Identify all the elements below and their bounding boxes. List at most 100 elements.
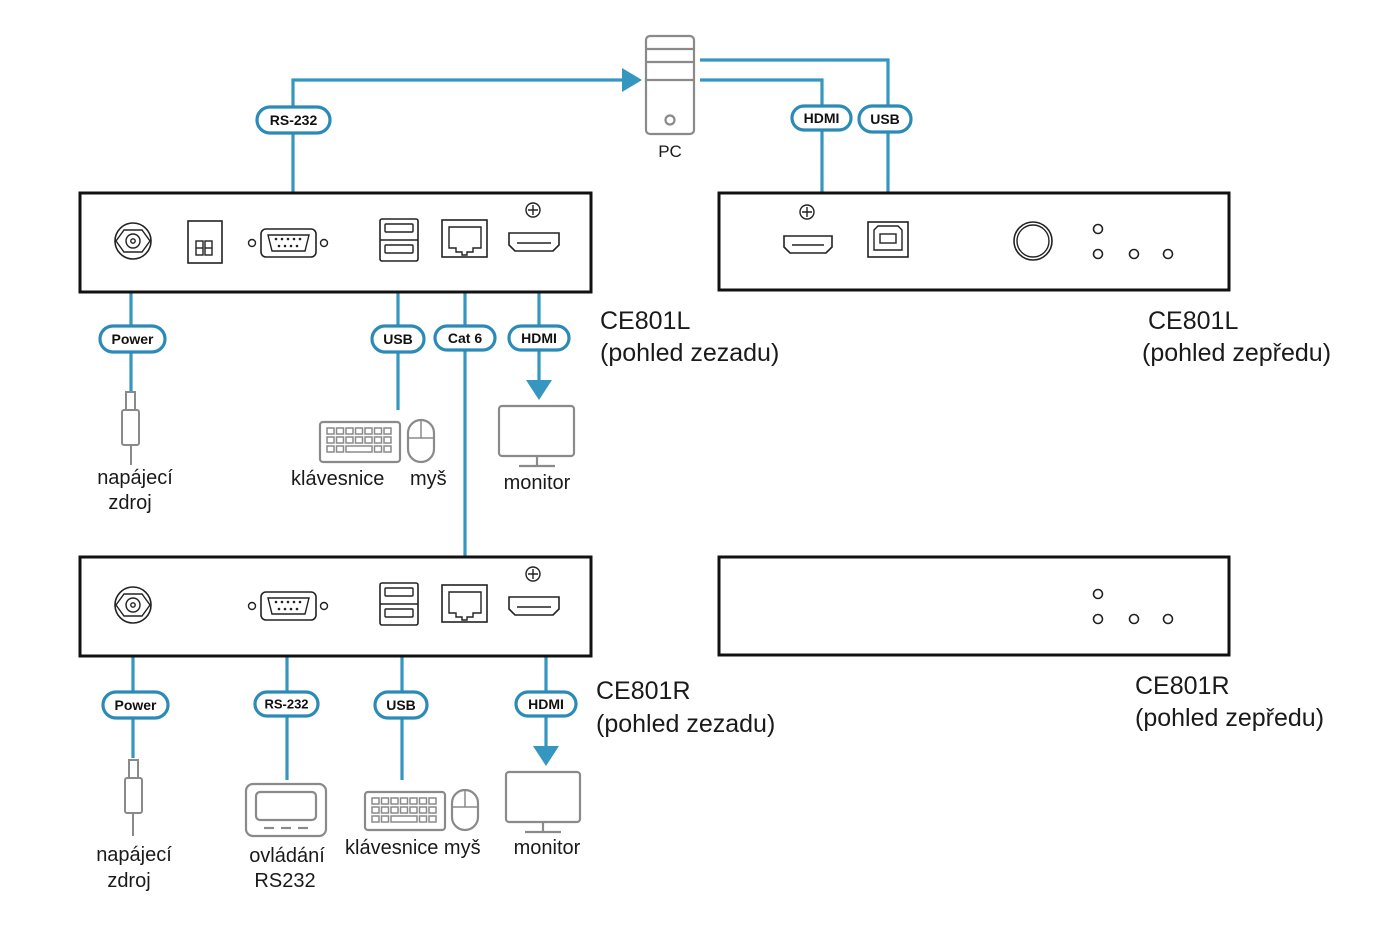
key [399,806,409,814]
key [335,445,345,453]
key [345,436,354,444]
local-power-adapter-icon [121,391,140,465]
remote-monitor-label: monitor [514,837,581,859]
remote-monitor-icon [504,770,582,834]
local-mouse-icon [406,418,436,464]
key [383,445,392,453]
key [390,806,399,814]
svg-text:USB: USB [870,111,900,127]
key [326,445,335,453]
push-button-icon [1013,221,1053,261]
remote-rear-model: CE801R [596,677,691,705]
svg-text:HDMI: HDMI [521,330,557,346]
key [364,436,373,444]
rj45-port-icon [441,584,488,623]
local-rear-model: CE801L [600,307,690,335]
remote-rs232-label-2: RS232 [254,870,315,892]
remote-keyboard-mouse-label: klávesnice myš [345,837,481,859]
local-keyboard-icon [318,420,402,464]
remote-power-label-2: zdroj [107,870,150,892]
pill-local-hdmi: HDMI [507,324,571,352]
remote-rear-unit [78,555,593,658]
pill-remote-power: Power [101,690,170,720]
key [418,797,428,805]
spacebar [345,445,373,453]
pill-top-rs232: RS-232 [255,105,332,135]
pill-local-power: Power [98,324,167,354]
key [399,797,409,805]
key [354,427,364,435]
local-monitor-icon [497,404,576,468]
rj45-port-icon [441,219,488,258]
key [380,806,390,814]
remote-front-unit [717,555,1231,657]
key [371,797,380,805]
key [428,815,437,823]
hdmi-port-icon [508,202,560,252]
key [373,445,383,453]
hdmi-port-icon [783,204,833,254]
local-rear-unit [78,191,593,294]
remote-keyboard-icon [363,790,447,832]
key [390,797,399,805]
key [373,427,383,435]
pc: PC [644,34,696,161]
usb-port-icon [379,218,419,262]
local-power-label-2: zdroj [108,492,151,514]
svg-text:Cat 6: Cat 6 [448,330,482,346]
rs232-port-icon [247,591,329,621]
key [428,797,437,805]
key [335,427,345,435]
rs232-controller-icon [244,782,328,838]
remote-rs232-label-1: ovládání [249,845,325,867]
key [326,436,335,444]
spacebar [390,815,418,823]
svg-text:USB: USB [383,331,413,347]
led-indicators [1092,223,1174,260]
svg-text:USB: USB [386,697,416,713]
cable-pc-usb [700,58,890,220]
key [380,815,390,823]
pill-local-usb: USB [370,324,426,354]
power-jack-icon [114,222,152,260]
local-power-label-1: napájecí [97,467,173,489]
local-rear-view: (pohled zezadu) [600,339,779,367]
dip-switch-icon [187,220,223,264]
remote-rear-view: (pohled zezadu) [596,710,775,738]
svg-text:HDMI: HDMI [804,110,840,126]
usb-b-port-icon [867,221,909,258]
key [418,815,428,823]
local-monitor-label: monitor [504,472,571,494]
local-front-view: (pohled zepředu) [1142,339,1331,367]
remote-power-label-1: napájecí [96,844,172,866]
arrow-local-monitor-icon [526,380,552,400]
local-mouse-label: myš [410,468,447,490]
pill-remote-usb: USB [373,690,429,720]
key [364,427,373,435]
key [326,427,335,435]
pc-label: PC [658,142,682,161]
key [409,806,418,814]
local-front-model: CE801L [1148,307,1238,335]
cable-pc-hdmi [700,78,824,212]
led-indicators [1092,588,1174,625]
svg-text:HDMI: HDMI [528,696,564,712]
cable-rs232-to-pc [291,78,625,228]
pill-remote-rs232: RS-232 [253,690,320,718]
key [371,806,380,814]
pc-tower-icon [644,34,696,136]
key [345,427,354,435]
key [383,427,392,435]
key [354,436,364,444]
key [335,436,345,444]
svg-text:Power: Power [111,331,154,347]
key [371,815,380,823]
pill-cat6: Cat 6 [433,324,497,352]
key [383,436,392,444]
svg-text:RS-232: RS-232 [270,112,318,128]
key [380,797,390,805]
remote-mouse-icon [450,788,480,832]
arrow-remote-monitor-icon [533,746,559,766]
remote-front-view: (pohled zepředu) [1135,704,1324,732]
